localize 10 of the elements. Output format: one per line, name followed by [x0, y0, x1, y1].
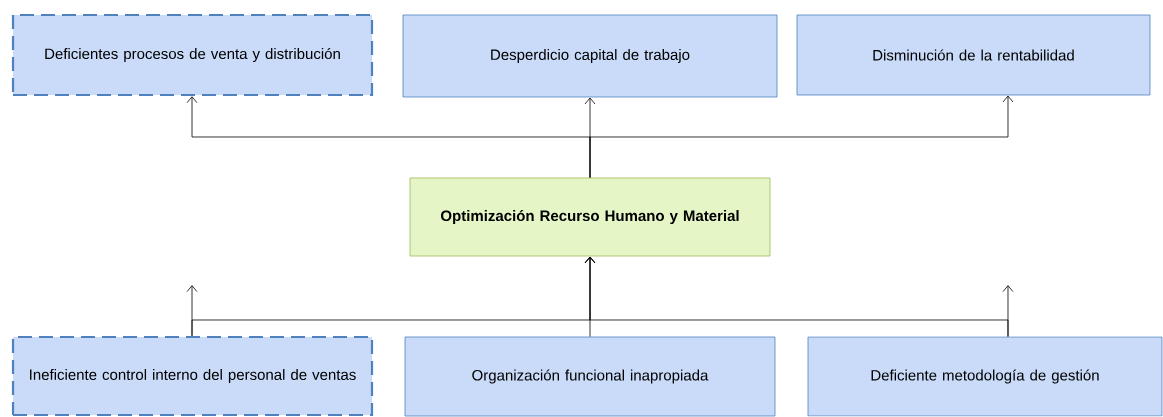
process-box: Organización funcional inapropiada — [404, 336, 776, 417]
effect-box: Deficientes procesos de venta y distribución — [11, 13, 374, 97]
arrow — [1002, 285, 1014, 337]
arrow — [589, 95, 1014, 178]
effect-box: Desperdicio capital de trabajo — [402, 14, 778, 98]
goal-box: Optimización Recurso Humano y Material — [409, 177, 771, 257]
effect-box: Disminución de la rentabilidad — [796, 14, 1151, 96]
cause-box: Ineficiente control interno del personal de ventas — [11, 335, 374, 417]
process-box: Deficiente metodología de gestión — [807, 336, 1163, 417]
arrow — [186, 285, 198, 337]
